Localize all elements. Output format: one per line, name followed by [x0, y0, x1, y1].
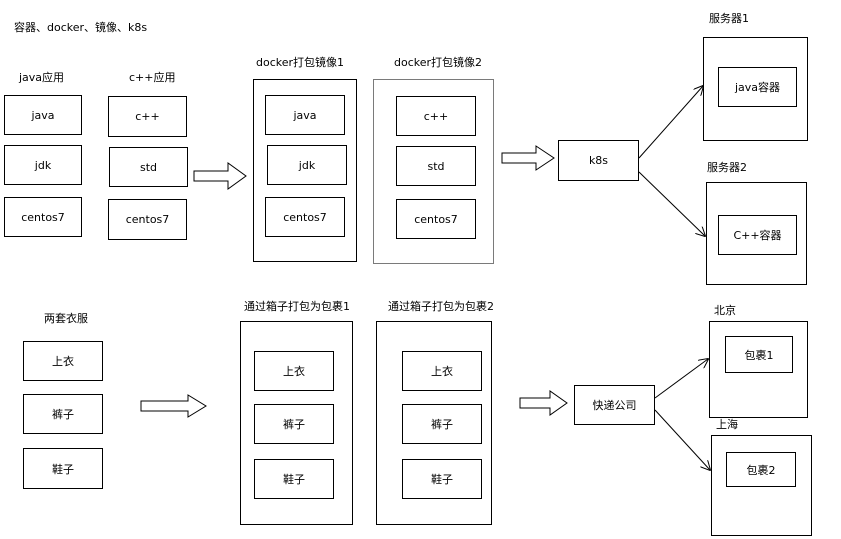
- image2-item-cpp: c++: [396, 96, 476, 136]
- package1-item-pants: 裤子: [254, 404, 334, 444]
- image1-item-java: java: [265, 95, 345, 135]
- package2-label: 通过箱子打包为包裹2: [388, 300, 494, 313]
- block-arrow-packages-to-courier: [519, 390, 568, 416]
- java-app-item-java: java: [4, 95, 82, 135]
- arrow-courier-to-shanghai: [654, 409, 710, 470]
- arrow-courier-to-beijing: [654, 359, 708, 399]
- block-arrow-clothes-to-packages: [140, 394, 207, 418]
- image1-item-centos7: centos7: [265, 197, 345, 237]
- clothes-item-shoes: 鞋子: [23, 448, 103, 489]
- package1-box: [240, 321, 353, 525]
- beijing-label: 北京: [714, 304, 736, 317]
- cpp-app-item-cpp: c++: [108, 96, 187, 137]
- server2-cpp-container: C++容器: [718, 215, 797, 255]
- server1-label: 服务器1: [709, 12, 749, 25]
- java-app-item-jdk: jdk: [4, 145, 82, 185]
- java-app-label: java应用: [19, 71, 65, 84]
- shanghai-parcel: 包裹2: [726, 452, 796, 487]
- package1-label: 通过箱子打包为包裹1: [244, 300, 350, 313]
- java-app-item-centos7: centos7: [4, 197, 82, 237]
- cpp-app-item-centos7: centos7: [108, 199, 187, 240]
- image2-container: [373, 79, 494, 264]
- package1-item-top: 上衣: [254, 351, 334, 391]
- clothes-label: 两套衣服: [44, 312, 88, 325]
- server2-box: [706, 182, 807, 285]
- arrow-k8s-to-server2: [638, 171, 705, 236]
- clothes-item-pants: 裤子: [23, 394, 103, 434]
- beijing-box: [709, 321, 808, 418]
- shanghai-label: 上海: [716, 418, 738, 431]
- block-arrow-apps-to-images: [193, 162, 247, 190]
- package2-item-top: 上衣: [402, 351, 482, 391]
- package2-item-pants: 裤子: [402, 404, 482, 444]
- image2-item-centos7: centos7: [396, 199, 476, 239]
- block-arrow-images-to-k8s: [501, 145, 555, 171]
- image1-label: docker打包镜像1: [256, 56, 345, 69]
- clothes-item-top: 上衣: [23, 341, 103, 381]
- beijing-parcel: 包裹1: [725, 336, 793, 373]
- cpp-app-label: c++应用: [129, 71, 176, 84]
- image2-label: docker打包镜像2: [394, 56, 483, 69]
- server1-java-container: java容器: [718, 67, 797, 107]
- package1-item-shoes: 鞋子: [254, 459, 334, 499]
- package2-item-shoes: 鞋子: [402, 459, 482, 499]
- arrow-k8s-to-server1: [638, 86, 703, 159]
- image1-container: [253, 79, 357, 262]
- image1-item-jdk: jdk: [267, 145, 347, 185]
- cpp-app-item-std: std: [109, 147, 188, 187]
- courier-node: 快递公司: [574, 385, 655, 425]
- image2-item-std: std: [396, 146, 476, 186]
- server2-label: 服务器2: [707, 161, 747, 174]
- package2-box: [376, 321, 492, 525]
- server1-box: [703, 37, 808, 141]
- diagram-title: 容器、docker、镜像、k8s: [14, 21, 148, 34]
- shanghai-box: [711, 435, 812, 536]
- k8s-node: k8s: [558, 140, 639, 181]
